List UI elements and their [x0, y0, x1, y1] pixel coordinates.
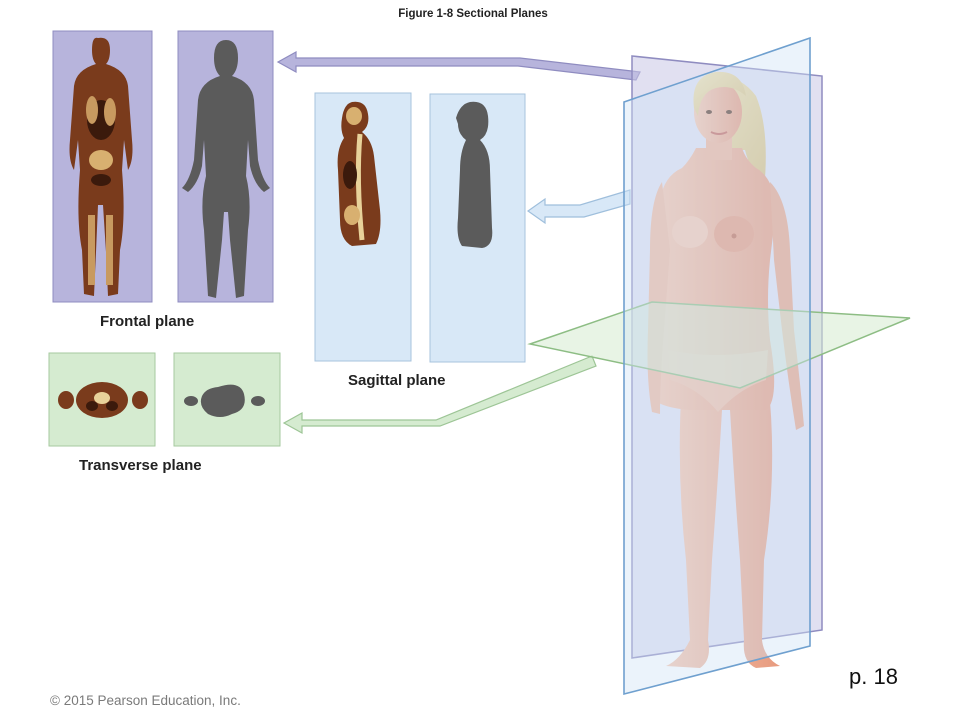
sagittal-plane-label: Sagittal plane: [348, 372, 446, 389]
frontal-silhouette: [182, 40, 270, 298]
sagittal-plane-sheet: [623, 36, 811, 696]
sagittal-silhouette: [456, 101, 493, 249]
page-reference: p. 18: [849, 664, 898, 689]
frontal-arrow: [276, 50, 641, 81]
frontal-section-body: [69, 37, 133, 296]
figure-title: Figure 1-8 Sectional Planes: [398, 8, 548, 20]
transverse-plane-sheet: [527, 301, 911, 389]
transverse-arrow: [282, 355, 597, 435]
transverse-plane-label: Transverse plane: [79, 457, 202, 474]
transverse-section-body: [58, 382, 148, 418]
sagittal-arrow: [526, 189, 631, 225]
transverse-silhouette: [184, 384, 265, 417]
frontal-plane-label: Frontal plane: [100, 313, 195, 330]
sagittal-section-body: [337, 101, 381, 246]
copyright-notice: © 2015 Pearson Education, Inc.: [50, 693, 241, 708]
